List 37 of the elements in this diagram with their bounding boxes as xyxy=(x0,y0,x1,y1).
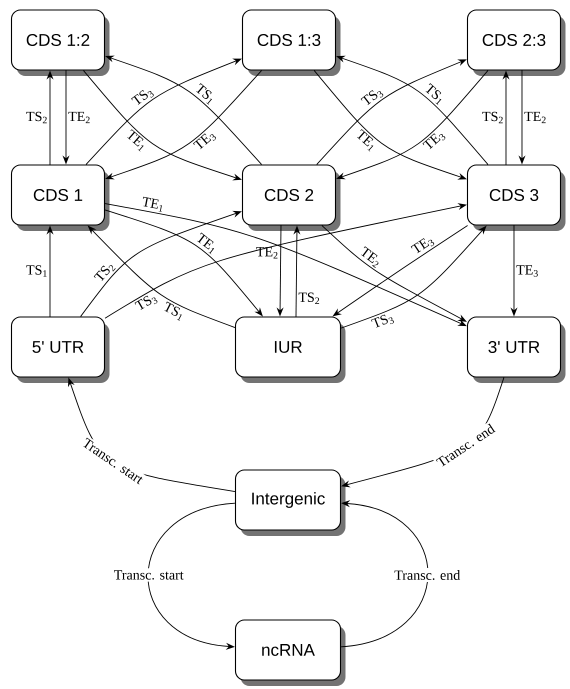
state-box: CDS 2 xyxy=(242,164,340,231)
edge-label: TS$_{1}$ xyxy=(196,83,212,105)
edge-label: Transc. end xyxy=(392,568,462,582)
edge-label: TE$_{3}$ xyxy=(422,133,446,150)
state-box: Intergenic xyxy=(234,469,346,536)
edge-label: TS$_{1}$ xyxy=(426,83,442,106)
edge-label: Transc. start xyxy=(112,568,186,582)
edge-label: TS$_{1}$ xyxy=(164,302,182,321)
edge-label: TE$_{3}$ xyxy=(516,265,538,277)
edge-label: TS$_{3}$ xyxy=(131,90,154,105)
edge-label: TS$_{3}$ xyxy=(360,90,384,106)
state-box: IUR xyxy=(234,316,346,383)
state-box: CDS 1 xyxy=(10,164,110,231)
edge-label: TS$_{2}$ xyxy=(482,112,503,124)
edge-label: TS$_{2}$ xyxy=(26,112,47,124)
edge-label: TE$_{1}$ xyxy=(127,129,144,152)
edge-label: TS$_{1}$ xyxy=(26,265,47,277)
edge-label: TE$_{1}$ xyxy=(142,196,162,212)
state-box: CDS 1:2 xyxy=(10,9,110,76)
state-box: 3' UTR xyxy=(466,316,566,383)
edge-label: TS$_{2}$ xyxy=(298,292,320,304)
edge-label: TE$_{3}$ xyxy=(193,133,216,150)
state-box: CDS 1:3 xyxy=(242,9,340,76)
edge-label: TE$_{2}$ xyxy=(361,246,378,268)
edge-label: TS$_{3}$ xyxy=(371,314,394,328)
state-box: CDS 2:3 xyxy=(466,9,566,76)
edge-label: TE$_{2}$ xyxy=(256,247,278,258)
edge-label: TE$_{1}$ xyxy=(197,232,214,254)
state-box: CDS 3 xyxy=(466,164,566,231)
edge-label: TE$_{3}$ xyxy=(410,238,434,254)
edge-label: TE$_{2}$ xyxy=(524,112,546,124)
state-box: 5' UTR xyxy=(10,316,110,383)
edge-label: TS$_{3}$ xyxy=(134,296,158,310)
edge-label: TE$_{2}$ xyxy=(68,112,90,124)
state-box: ncRNA xyxy=(234,619,346,686)
edge-label: TS$_{2}$ xyxy=(94,265,116,282)
edge-label: TE$_{1}$ xyxy=(357,129,374,152)
